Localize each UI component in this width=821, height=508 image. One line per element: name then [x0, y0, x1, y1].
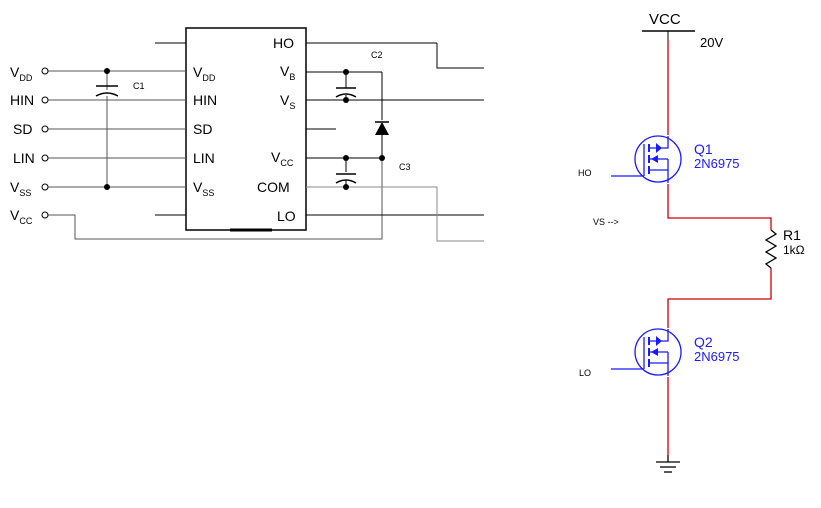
- left-input-wires: [48, 70, 383, 240]
- chip-pin-com: COM: [257, 179, 290, 195]
- svg-text:VB: VB: [280, 63, 295, 82]
- ho-label: HO: [578, 168, 592, 178]
- svg-text:VCC: VCC: [271, 149, 294, 168]
- c3-label: C3: [399, 162, 411, 172]
- ext-label-vcc: V: [10, 207, 20, 223]
- ext-label-vss: V: [10, 179, 20, 195]
- resistor-r1: [764, 229, 778, 269]
- q1-name: Q1: [694, 141, 713, 157]
- power-wires: [667, 40, 772, 455]
- q2-part: 2N6975: [694, 349, 740, 364]
- c2-label: C2: [371, 50, 383, 60]
- svg-text:VDD: VDD: [193, 64, 216, 83]
- svg-text:VSS: VSS: [193, 179, 214, 198]
- ic-body: [185, 27, 307, 231]
- chip-pin-vss: V: [193, 179, 203, 195]
- mosfet-q2: [611, 328, 682, 376]
- mosfet-q1: [611, 135, 682, 183]
- bootstrap-diode: [375, 121, 389, 161]
- ext-label-vdd: V: [10, 64, 20, 80]
- c1-label: C1: [133, 81, 145, 91]
- capacitor-c1: [95, 68, 119, 190]
- chip-left-pin-labels: VDD HIN SD LIN VSS: [193, 64, 217, 198]
- lo-label: LO: [579, 368, 591, 378]
- capacitor-c3: [335, 155, 357, 190]
- left-terminals: [41, 67, 49, 219]
- chip-pin-vdd: V: [193, 64, 203, 80]
- ext-label-hin: HIN: [10, 92, 34, 108]
- driver-ic-schematic: C1 VDD HIN SD LIN VSS VCC VDD HIN SD LIN…: [10, 27, 484, 242]
- chip-pin-hin: HIN: [193, 92, 217, 108]
- svg-text:VDD: VDD: [10, 64, 33, 83]
- svg-text:VS: VS: [280, 92, 295, 111]
- left-external-labels: VDD HIN SD LIN VSS VCC: [10, 64, 35, 226]
- chip-pin-vb: V: [280, 63, 290, 79]
- q1-part: 2N6975: [694, 156, 740, 171]
- com-wire: [306, 186, 484, 242]
- chip-pin-lin: LIN: [193, 150, 215, 166]
- q2-name: Q2: [694, 334, 713, 350]
- r1-value: 1kΩ: [783, 243, 805, 257]
- chip-pin-lo: LO: [277, 208, 296, 224]
- svg-text:VCC: VCC: [10, 207, 33, 226]
- ext-label-sd: SD: [13, 121, 32, 137]
- chip-pin-sd: SD: [193, 121, 212, 137]
- chip-right-wires: [306, 42, 484, 216]
- capacitor-c2: [335, 69, 357, 103]
- vcc-label: VCC: [649, 11, 681, 28]
- vcc-value: 20V: [700, 35, 723, 50]
- half-bridge-schematic: VCC 20V Q1 2N6975 HO VS --: [578, 11, 805, 473]
- ground-symbol: [656, 455, 680, 473]
- vs-label: VS -->: [593, 217, 619, 227]
- chip-pin-ho: HO: [273, 35, 294, 51]
- chip-pin-vs: V: [280, 92, 290, 108]
- svg-text:VSS: VSS: [10, 179, 31, 198]
- chip-right-pin-labels: HO VB VS VCC COM LO: [257, 35, 296, 224]
- r1-name: R1: [783, 227, 801, 243]
- chip-pin-vcc: V: [271, 149, 281, 165]
- ext-label-lin: LIN: [13, 150, 35, 166]
